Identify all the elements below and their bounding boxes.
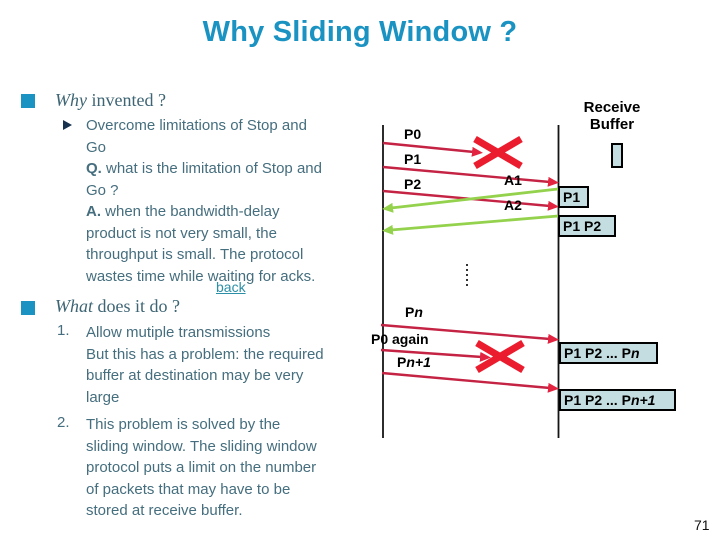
buffer-box-text-italic: n+1 xyxy=(630,392,656,408)
list-item-2: This problem is solved by the sliding wi… xyxy=(86,416,317,519)
a-label: A. xyxy=(86,203,101,220)
slide-title: Why Sliding Window ? xyxy=(202,16,518,48)
ack-a2-arrow xyxy=(382,214,559,235)
label-pn-plus-1: Pn+1 xyxy=(397,354,431,370)
q-label: Q. xyxy=(86,160,102,177)
heading-why-invented: Why invented ? xyxy=(55,90,166,111)
buffer-box-text: P1 P2 ... P xyxy=(564,392,631,408)
bullet-square-icon xyxy=(21,94,35,108)
label-pn: Pn xyxy=(405,304,423,320)
list-number-2: 2. xyxy=(57,414,70,431)
heading-what-does-it-do: What does it do ? xyxy=(55,296,180,317)
para-seg: Overcome limitations of Stop and Go xyxy=(86,117,307,156)
buffer-box-p1: P1 xyxy=(558,186,589,208)
para-seg: what is the limitation of Stop and Go ? xyxy=(86,160,322,199)
buffer-box-text: P1 P2 ... P xyxy=(564,345,631,361)
page-number: 71 xyxy=(694,517,710,533)
heading-italic: What xyxy=(55,296,93,316)
label-pn1-suffix: n+1 xyxy=(406,354,431,370)
buffer-box-p1-p2: P1 P2 xyxy=(558,215,616,237)
label-p1: P1 xyxy=(404,151,422,167)
label-p0: P0 xyxy=(404,126,422,142)
list-number-1: 1. xyxy=(57,322,70,339)
bullet-square-icon xyxy=(21,301,35,315)
receive-buffer-label: Receive Buffer xyxy=(583,99,641,133)
triangle-bullet-icon xyxy=(63,120,72,130)
label-p2: P2 xyxy=(404,176,422,192)
packet-lost-cross-icon xyxy=(473,135,523,170)
list-item-1: Allow mutiple transmissions But this has… xyxy=(86,324,324,406)
heading-rest: invented ? xyxy=(86,90,166,110)
back-link[interactable]: back xyxy=(216,279,246,295)
label-p0-again: P0 again xyxy=(371,331,429,347)
label-a1: A1 xyxy=(504,172,522,188)
packet-pn1-arrow xyxy=(381,371,559,393)
paragraph-overcome: Overcome limitations of Stop and Go Q. w… xyxy=(86,115,322,287)
label-pn1-prefix: P xyxy=(397,354,407,370)
para-seg: when the bandwidth-delay product is not … xyxy=(86,203,316,285)
label-a2: A2 xyxy=(504,197,522,213)
heading-italic: Why xyxy=(55,90,87,110)
buffer-box-text-italic: n xyxy=(630,345,640,361)
label-pn-prefix: P xyxy=(405,304,415,320)
packet-lost-cross-icon xyxy=(475,339,525,374)
label-pn-suffix: n xyxy=(414,304,423,320)
buffer-box-empty xyxy=(611,143,623,168)
heading-rest: does it do ? xyxy=(93,296,181,316)
packet-p0-arrow xyxy=(382,141,483,157)
packet-p2-arrow xyxy=(382,189,559,211)
